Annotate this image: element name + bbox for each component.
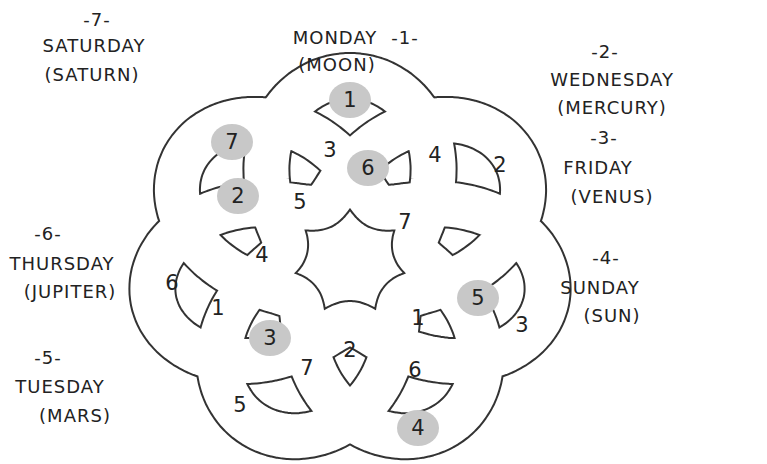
- callout-number: 5: [233, 395, 246, 416]
- day-label: -6-: [34, 225, 61, 243]
- ribbon-outline: [152, 76, 547, 436]
- callout-number: 5: [293, 192, 306, 213]
- callout-number: 1: [211, 298, 224, 319]
- callout-number: 2: [231, 186, 244, 207]
- shaded-band: [329, 82, 371, 118]
- ribbon-fill: [152, 76, 547, 436]
- day-label: FRIDAY: [563, 159, 633, 177]
- day-label: WEDNESDAY: [550, 71, 674, 89]
- shaded-band: [457, 280, 499, 316]
- callout-number: 1: [343, 90, 356, 111]
- callout-number: 4: [255, 245, 268, 266]
- day-label: THURSDAY: [9, 255, 114, 273]
- day-label: TUESDAY: [15, 378, 104, 396]
- day-label: (MOON): [298, 56, 375, 74]
- callout-number: 3: [323, 140, 336, 161]
- callout-number: 3: [263, 328, 276, 349]
- callout-number: 4: [411, 418, 424, 439]
- callout-number: 7: [398, 212, 411, 233]
- shaded-band: [347, 150, 389, 186]
- day-label: (MERCURY): [557, 99, 667, 117]
- day-label: (SUN): [583, 307, 640, 325]
- day-label: -4-: [592, 249, 619, 267]
- shaded-band: [217, 178, 259, 214]
- day-label: -5-: [34, 349, 61, 367]
- callout-number: 6: [408, 360, 421, 381]
- callout-number: 7: [300, 358, 313, 379]
- day-label: -3-: [590, 129, 617, 147]
- day-label: (SATURN): [45, 66, 140, 84]
- callout-number: 1: [411, 308, 424, 329]
- shaded-band: [211, 124, 253, 160]
- callout-number: 2: [493, 155, 506, 176]
- day-label: -7-: [83, 11, 110, 29]
- day-label: SATURDAY: [43, 37, 146, 55]
- day-label: -2-: [591, 43, 618, 61]
- shaded-band: [397, 410, 439, 446]
- shaded-band: [249, 320, 291, 356]
- callout-number: 5: [471, 288, 484, 309]
- callout-number: 2: [343, 340, 356, 361]
- day-label: (MARS): [39, 407, 111, 425]
- day-label: -1-: [391, 29, 418, 47]
- callout-number: 4: [428, 145, 441, 166]
- day-label: SUNDAY: [560, 279, 640, 297]
- callout-number: 3: [515, 315, 528, 336]
- day-label: (VENUS): [571, 188, 654, 206]
- callout-number: 7: [225, 132, 238, 153]
- callout-number: 6: [165, 273, 178, 294]
- callout-number: 6: [361, 158, 374, 179]
- day-label: (JUPITER): [24, 283, 117, 301]
- day-label: MONDAY: [293, 29, 378, 47]
